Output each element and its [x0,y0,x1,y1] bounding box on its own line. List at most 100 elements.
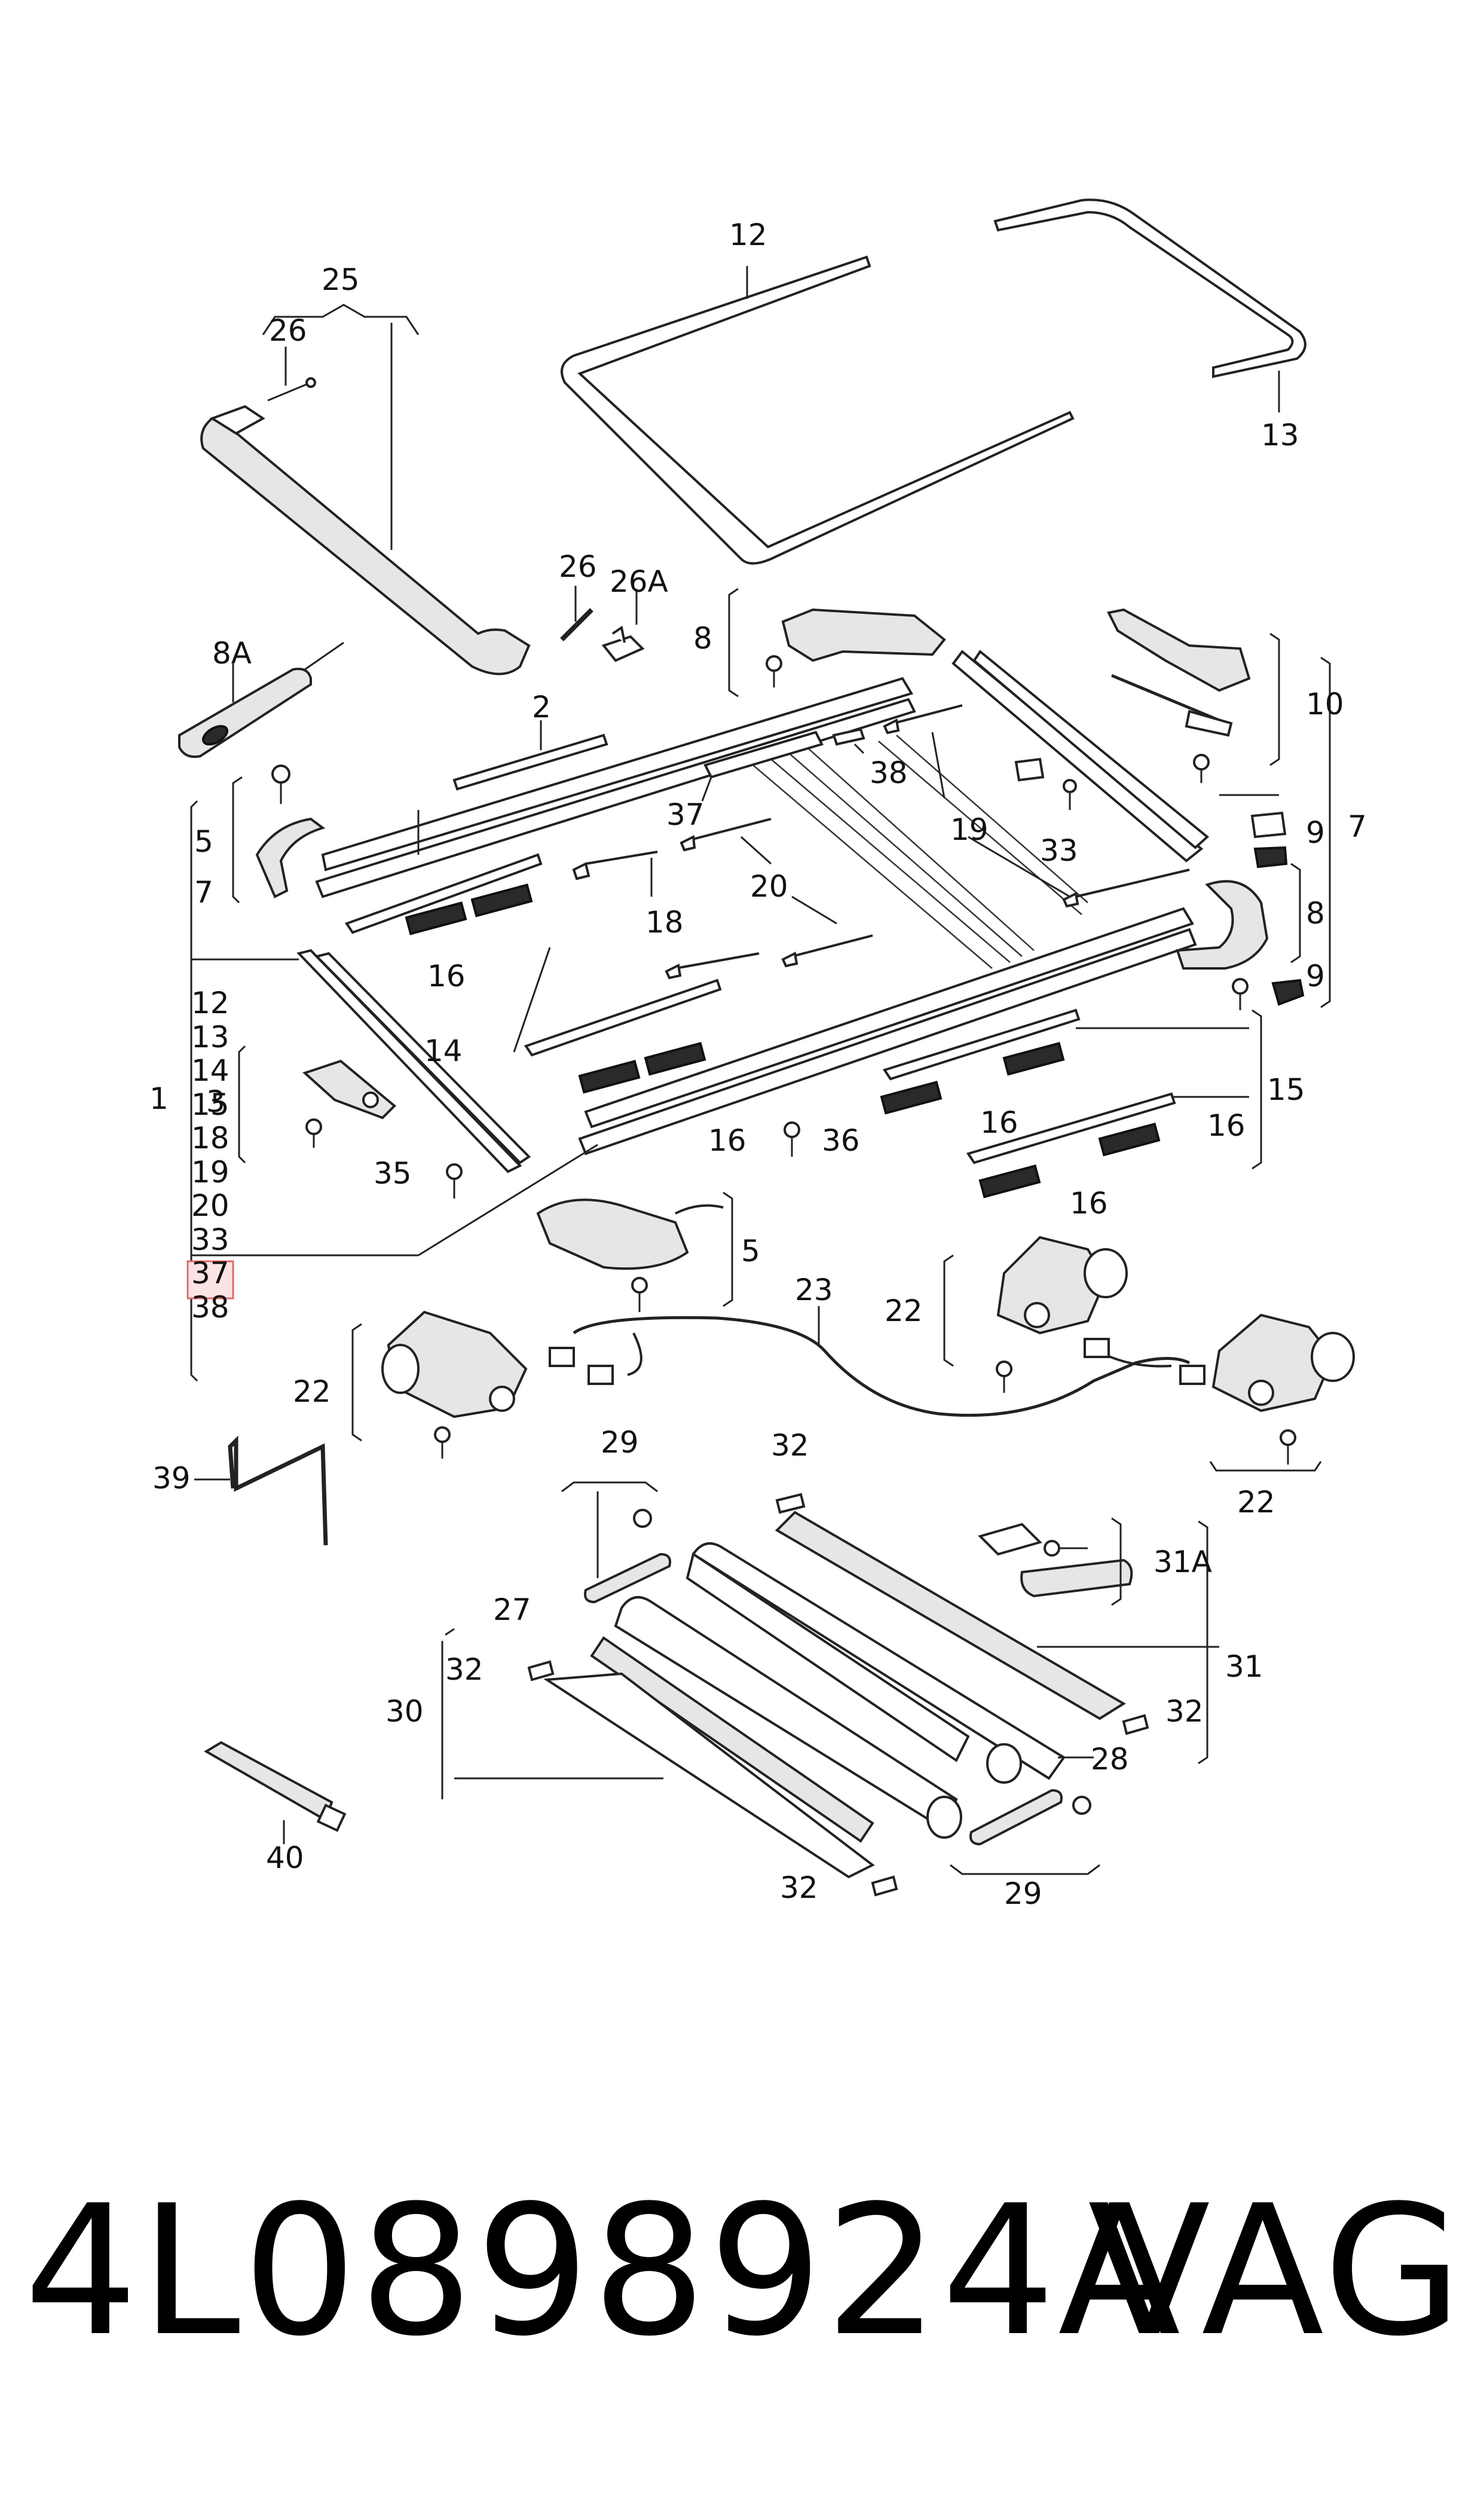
part-38-clip [832,727,865,754]
clip-32-set [527,1493,1149,1897]
index-item-15: 15 [191,1087,230,1122]
footer: 4L0898924A VAG [24,2167,1462,2376]
label-40: 40 [266,1841,304,1875]
label-32-left: 32 [445,1652,484,1687]
label-27: 27 [493,1592,531,1627]
plate-29-lower [950,1789,1100,1875]
sunblind-roller [441,1511,1219,1879]
label-33-top: 33 [1040,833,1078,868]
bolt-36 [784,1121,800,1157]
highlight-box-33 [186,1260,234,1300]
label-8A: 8A [212,636,252,671]
label-12: 12 [729,218,767,252]
label-18: 18 [645,905,684,940]
label-8-lower: 8 [1306,896,1325,931]
label-5-left: 5 [194,824,213,859]
wiring-harness-23 [549,1306,1205,1417]
label-19: 19 [950,812,989,847]
label-5-right: 5 [741,1234,760,1268]
label-10: 10 [1306,687,1344,722]
label-16-b: 16 [708,1123,746,1158]
label-3: 3 [206,1084,225,1119]
index-item-33: 33 [191,1222,230,1257]
bracket-33 [1014,757,1077,810]
bracket-5-left [255,765,326,898]
bracket-lines [190,588,1331,1765]
glass-seal-12 [561,255,1075,565]
label-9-top: 9 [1306,815,1325,850]
brand-name: VAG [1088,2167,1465,2376]
pin-26 [560,586,593,641]
label-13: 13 [1261,418,1299,453]
callout-labels: 12 13 25 26 26 26A 8A 8 2 37 38 19 33 10… [149,218,1367,1911]
label-16-a: 16 [427,959,466,993]
part-number: 4L0898924A [24,2167,1183,2376]
seal-2 [452,720,608,791]
handle-31A [1020,1540,1133,1598]
cables-18-19-20 [572,704,1190,980]
label-32-top: 32 [771,1428,809,1463]
plate-29-upper [561,1481,671,1604]
bracket-10 [1107,608,1251,783]
guide-rail-14-left [344,853,722,1094]
seal-13 [993,198,1306,412]
label-32-bottom: 32 [780,1870,818,1905]
corner-brace-3 [302,1059,396,1148]
index-item-19: 19 [191,1155,230,1190]
label-25: 25 [322,262,360,297]
bracket-5-right [536,1199,724,1312]
label-37-top: 37 [666,797,705,832]
index-item-13: 13 [191,1020,230,1054]
label-2: 2 [532,690,551,724]
label-22-upper: 22 [885,1294,923,1328]
repair-tube-8A [178,641,344,758]
clip-26A [601,589,645,662]
label-23: 23 [795,1273,833,1307]
label-16-d: 16 [1207,1108,1246,1143]
index-item-12: 12 [191,986,230,1020]
label-22-left: 22 [293,1374,331,1409]
motor-22-right [1211,1313,1355,1465]
label-1: 1 [149,1081,169,1116]
grease-tube-40 [204,1741,347,1844]
label-7-left: 7 [194,875,213,910]
guide-rail-15-right [880,1008,1249,1199]
bracket-8-top [766,608,946,687]
label-14: 14 [424,1034,463,1068]
label-20: 20 [750,869,788,904]
label-16-c: 16 [980,1105,1018,1140]
label-22-right: 22 [1237,1485,1275,1520]
label-29-top: 29 [601,1425,639,1460]
label-36: 36 [822,1123,860,1158]
label-29-bottom: 29 [1004,1876,1042,1911]
wind-deflector-25 [200,304,531,675]
label-15: 15 [1267,1072,1305,1107]
index-item-14: 14 [191,1053,230,1088]
motor-22-left [381,1310,528,1459]
seal-strip-35 [296,949,531,1199]
label-28: 28 [1091,1742,1129,1777]
label-26-top: 26 [269,313,307,348]
index-item-18: 18 [191,1121,230,1155]
label-31A: 31A [1153,1545,1212,1579]
label-26A: 26A [610,564,668,599]
label-32-right: 32 [1165,1694,1204,1729]
crank-39 [194,1435,328,1546]
label-26-mid: 26 [559,549,597,584]
label-8-top: 8 [693,621,712,656]
index-item-38: 38 [191,1290,230,1325]
label-9-lower: 9 [1306,959,1325,993]
label-16-e: 16 [1070,1186,1108,1221]
label-31: 31 [1225,1649,1263,1684]
motor-22-upper [996,1236,1128,1393]
index-item-37: 37 [191,1256,230,1291]
bracket-8-lower [1176,880,1269,1010]
label-7-right: 7 [1348,809,1367,844]
label-38-top: 38 [870,756,908,790]
index-item-20: 20 [191,1188,230,1223]
clip-9 [1250,811,1305,1006]
label-39: 39 [152,1461,191,1496]
label-30: 30 [385,1694,424,1729]
